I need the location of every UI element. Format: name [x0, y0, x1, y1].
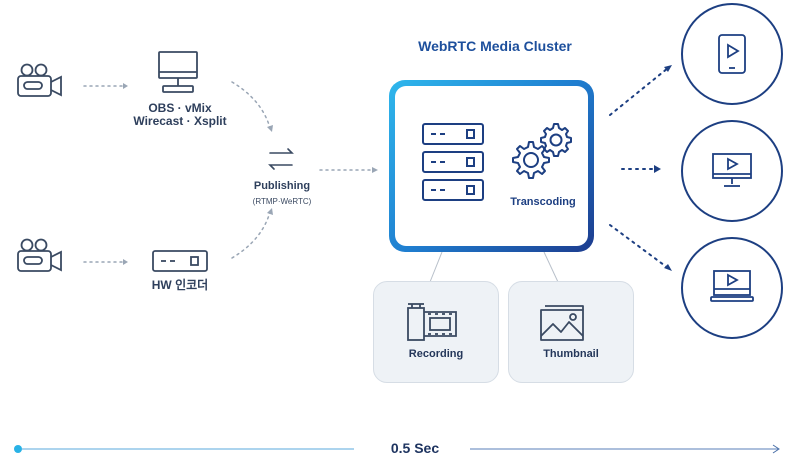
gears-icon — [512, 123, 572, 179]
mobile-device-circle — [681, 3, 783, 105]
thumbnail-box: Thumbnail — [508, 281, 634, 383]
latency-label: 0.5 Sec — [390, 440, 440, 456]
thumbnail-label: Thumbnail — [543, 348, 599, 360]
monitor-icon — [158, 51, 198, 93]
transcoding-label: Transcoding — [510, 196, 576, 208]
software-label-line1: OBS · vMix — [148, 101, 212, 115]
publishing-protocols-label: (RTMP·WeRTC) — [252, 197, 312, 206]
publishing-label: Publishing — [253, 180, 311, 192]
hardware-encoder-label: HW 인코더 — [151, 278, 209, 292]
recording-label: Recording — [408, 348, 464, 360]
desktop-play-icon — [712, 153, 752, 187]
phone-play-icon — [718, 34, 746, 74]
camera-icon — [17, 238, 62, 272]
camera-icon — [17, 63, 62, 97]
cluster-title: WebRTC Media Cluster — [418, 38, 572, 54]
desktop-device-circle — [681, 120, 783, 222]
encoder-icon — [152, 250, 208, 272]
recording-box: Recording — [373, 281, 499, 383]
laptop-device-circle — [681, 237, 783, 339]
media-cluster-box: Transcoding — [389, 80, 594, 252]
software-label-line2: Wirecast · Xsplit — [133, 114, 227, 128]
exchange-arrows-icon — [268, 148, 294, 170]
image-icon — [540, 305, 584, 341]
laptop-play-icon — [710, 270, 754, 302]
film-icon — [407, 303, 457, 341]
server-icon — [422, 123, 484, 201]
